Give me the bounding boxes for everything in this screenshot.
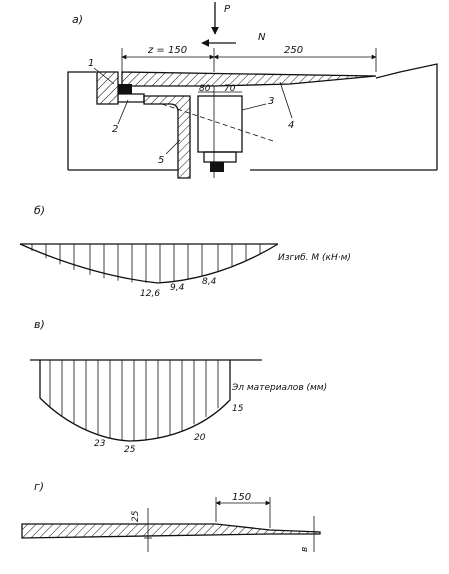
material-value-3: 20 xyxy=(194,433,206,443)
deck-left-edge xyxy=(67,71,96,170)
dim-25-label: 25 xyxy=(131,510,141,522)
material-value-4: 15 xyxy=(232,404,244,414)
callout-2: 2 xyxy=(112,124,118,135)
callout-1: 1 xyxy=(88,58,94,69)
part-5 xyxy=(143,95,191,179)
force-p-label: P xyxy=(224,4,231,15)
moment-curve xyxy=(19,243,279,284)
deck-right-edge xyxy=(375,63,438,170)
part-3-bolt xyxy=(210,162,224,172)
material-value-1: 23 xyxy=(94,439,106,449)
dim-b-label: в xyxy=(300,547,310,552)
part-1-insert xyxy=(118,84,132,94)
callout-5-leader xyxy=(165,139,181,155)
part-3-box xyxy=(197,95,243,153)
part-3-base xyxy=(203,151,237,163)
panel-b-label: б) xyxy=(34,204,45,217)
callout-4-leader xyxy=(279,81,293,119)
dim-70-label: 70 xyxy=(224,84,236,94)
plate-4 xyxy=(121,71,377,87)
callout-3: 3 xyxy=(268,96,274,107)
callout-1-leader xyxy=(93,67,115,85)
dim-250-label: 250 xyxy=(284,45,303,56)
callout-3-leader xyxy=(241,103,267,111)
dim-150-label: 150 xyxy=(232,492,251,503)
material-value-2: 25 xyxy=(124,445,136,455)
part-3-diagonal xyxy=(161,103,277,143)
moment-value-3: 8,4 xyxy=(202,277,217,287)
callout-4: 4 xyxy=(288,120,294,131)
material-ordinates xyxy=(49,360,219,441)
panel-g-label: г) xyxy=(34,480,44,493)
material-label: Эл материалов (мм) xyxy=(231,383,327,393)
panel-b: б) Изгиб. М (кН·м) 12,6 9,4 8,4 xyxy=(19,204,351,299)
dim-z-label: z = 150 xyxy=(147,45,187,56)
panel-v-label: в) xyxy=(34,318,45,331)
part-2 xyxy=(118,93,145,103)
panel-v: в) Эл материалов (мм) 23 25 20 15 xyxy=(30,318,327,455)
panel-g: г) 150 25 в xyxy=(21,480,321,552)
panel-a-label: а) xyxy=(72,13,83,26)
material-curve xyxy=(39,360,231,442)
moment-value-2: 9,4 xyxy=(170,283,185,293)
part-1 xyxy=(96,71,119,105)
dim-80-label: 80 xyxy=(199,84,211,94)
moment-value-1: 12,6 xyxy=(140,289,160,299)
plate-profile xyxy=(21,523,321,539)
callout-2-leader xyxy=(117,99,129,125)
force-n-label: N xyxy=(258,32,266,43)
callout-5: 5 xyxy=(158,155,164,166)
panel-a: а) P N z = 150 250 xyxy=(67,2,438,179)
moment-label: Изгиб. М (кН·м) xyxy=(278,253,351,263)
moment-ordinates xyxy=(31,244,261,283)
